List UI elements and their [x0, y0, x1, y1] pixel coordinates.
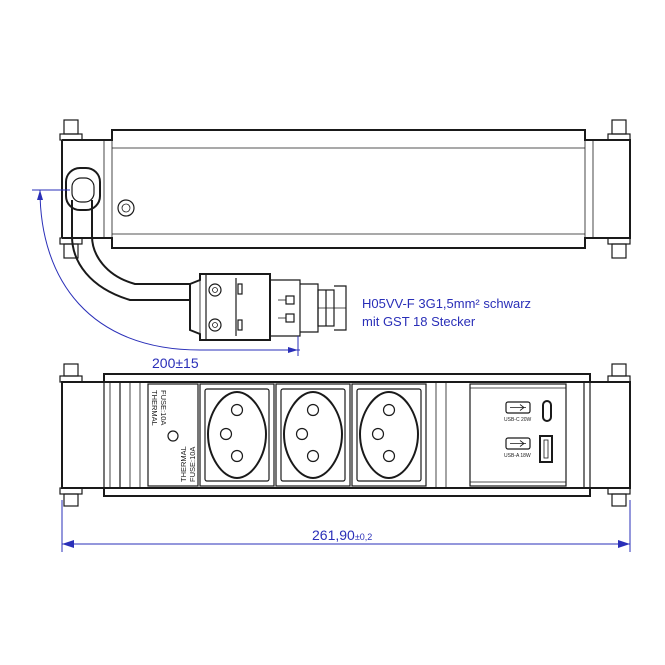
- front-view: THERMAL FUSE:10A THERMAL FUSE:10A: [59, 363, 631, 507]
- front-right-cap: [607, 363, 631, 507]
- cable-gland: [65, 167, 101, 211]
- socket-2: [275, 383, 351, 487]
- fuse-label-left-1: THERMAL: [150, 390, 159, 426]
- cable-length-dimension: 200±15: [32, 189, 300, 371]
- power-socket-icon: [282, 390, 344, 480]
- usb-c-label: USB-C 20W: [504, 417, 532, 423]
- usb-c-port-icon[interactable]: [542, 400, 552, 422]
- cable-length-value: 200±15: [152, 355, 199, 371]
- fuse-module: THERMAL FUSE:10A THERMAL FUSE:10A: [147, 383, 199, 487]
- fuse-label-right-2: FUSE:10A: [188, 447, 197, 482]
- socket-3: [351, 383, 427, 487]
- screw-icon: [117, 199, 135, 217]
- cable-label-line1: H05VV-F 3G1,5mm² schwarz: [362, 296, 531, 311]
- front-left-cap: [59, 363, 83, 507]
- fuse-label-right-1: THERMAL: [179, 446, 188, 482]
- cable-label: H05VV-F 3G1,5mm² schwarz mit GST 18 Stec…: [362, 296, 531, 329]
- insert-frame: [119, 381, 585, 489]
- total-width-value: 261,90: [312, 527, 355, 543]
- dimension-arrow-icon: [37, 190, 43, 200]
- top-view: [59, 119, 631, 259]
- usb-module: USB-C 20W USB-A 18W: [469, 383, 567, 487]
- dimension-arrow-icon: [288, 347, 298, 353]
- gst18-plug: [189, 273, 347, 341]
- power-socket-icon: [206, 390, 268, 480]
- power-cable: [71, 200, 190, 301]
- usb-c-symbol-icon: [505, 401, 531, 414]
- usb-a-symbol-icon: [505, 437, 531, 450]
- power-socket-icon: [358, 390, 420, 480]
- total-width-tolerance: ±0,2: [355, 532, 372, 542]
- usb-a-label: USB-A 18W: [504, 453, 531, 459]
- total-width-dimension: 261,90±0,2: [61, 500, 631, 552]
- cable-label-line2: mit GST 18 Stecker: [362, 314, 476, 329]
- thermal-fuse-button-icon[interactable]: [167, 430, 179, 442]
- dimension-arrow-icon: [618, 540, 630, 548]
- fuse-label-left-2: FUSE:10A: [159, 390, 168, 425]
- usb-a-port-icon[interactable]: [539, 435, 553, 463]
- total-width-label: 261,90±0,2: [312, 527, 372, 543]
- socket-1: [199, 383, 275, 487]
- dimension-arrow-icon: [62, 540, 74, 548]
